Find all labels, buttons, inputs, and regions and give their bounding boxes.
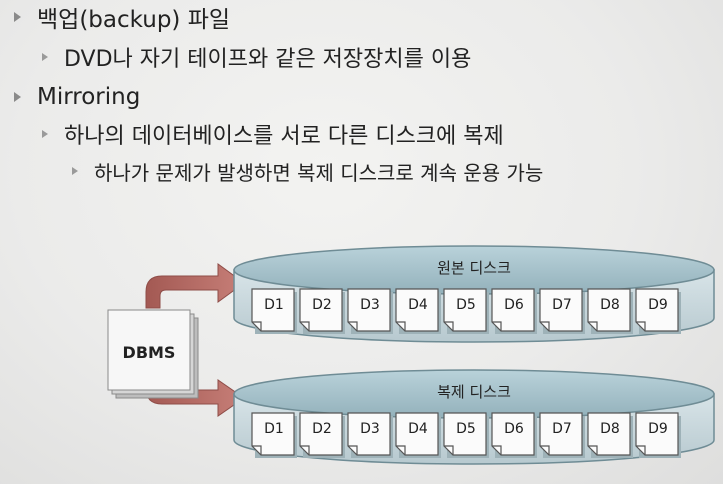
page-fold <box>540 321 550 331</box>
bullet-item-dvd-tape: DVD나 자기 테이프와 같은 저장장치를 이용 <box>42 40 471 74</box>
block-label: D8 <box>600 297 620 313</box>
replica-disk: 복제 디스크 D1 D2 D3 D4 D5 D6 D7 D8 D9 <box>233 369 715 465</box>
document-page-icon <box>491 288 535 332</box>
page-fold <box>348 321 358 331</box>
block-label: D9 <box>648 421 668 437</box>
block-label: D7 <box>552 421 572 437</box>
replica-disk-blocks: D1 D2 D3 D4 D5 D6 D7 D8 D9 <box>251 412 681 458</box>
bullet-marker-icon <box>42 53 48 61</box>
replica-disk-label: 복제 디스크 <box>437 383 511 401</box>
page-fold <box>396 321 406 331</box>
bullet-item-failover: 하나가 문제가 발생하면 복제 디스크로 계속 운용 가능 <box>72 155 543 187</box>
block-label: D3 <box>360 421 380 437</box>
page-fold <box>588 445 598 455</box>
original-block-d7: D7 <box>539 288 585 334</box>
bullet-text: 백업(backup) 파일 <box>37 7 231 33</box>
block-label: D5 <box>456 421 476 437</box>
original-disk-blocks: D1 D2 D3 D4 D5 D6 D7 D8 D9 <box>251 288 681 334</box>
block-label: D4 <box>408 297 428 313</box>
original-disk: 원본 디스크 D1 D2 D3 D4 D5 D6 D7 D8 D9 <box>233 245 715 343</box>
page-fold <box>300 321 310 331</box>
block-label: D7 <box>552 297 572 313</box>
page-fold <box>444 445 454 455</box>
bullet-text: Mirroring <box>37 84 141 110</box>
bullet-item-backup: 백업(backup) 파일 <box>14 0 230 34</box>
document-page-icon <box>347 288 391 332</box>
original-block-d1: D1 <box>251 288 297 334</box>
replica-block-d1: D1 <box>251 412 297 458</box>
bullet-marker-icon <box>14 12 21 22</box>
document-page-icon <box>251 288 295 332</box>
document-page-icon <box>539 412 583 456</box>
bullet-text: 하나가 문제가 발생하면 복제 디스크로 계속 운용 가능 <box>94 160 544 185</box>
block-label: D1 <box>264 421 284 437</box>
page-fold <box>588 321 598 331</box>
dbms-box: DBMS <box>107 309 199 399</box>
block-label: D4 <box>408 421 428 437</box>
page-fold <box>348 445 358 455</box>
replica-block-d8: D8 <box>587 412 633 458</box>
document-page-icon <box>587 412 631 456</box>
original-block-d4: D4 <box>395 288 441 334</box>
page-fold <box>252 445 262 455</box>
bullet-marker-icon <box>72 167 78 175</box>
bullet-item-replicate-db: 하나의 데이터베이스를 서로 다른 디스크에 복제 <box>42 117 504 151</box>
block-label: D2 <box>312 421 332 437</box>
document-page-icon <box>395 288 439 332</box>
page-fold <box>540 445 550 455</box>
original-disk-label: 원본 디스크 <box>437 259 511 277</box>
replica-block-d2: D2 <box>299 412 345 458</box>
original-block-d8: D8 <box>587 288 633 334</box>
original-block-d9: D9 <box>635 288 681 334</box>
block-label: D6 <box>504 421 524 437</box>
replica-block-d6: D6 <box>491 412 537 458</box>
block-label: D9 <box>648 297 668 313</box>
block-label: D3 <box>360 297 380 313</box>
arrow-to-original-icon <box>145 263 245 309</box>
document-page-icon <box>347 412 391 456</box>
document-page-icon <box>587 288 631 332</box>
document-page-icon <box>443 412 487 456</box>
page-fold <box>636 321 646 331</box>
original-block-d3: D3 <box>347 288 393 334</box>
original-block-d6: D6 <box>491 288 537 334</box>
page-fold <box>300 445 310 455</box>
document-page-icon <box>635 412 679 456</box>
block-label: D2 <box>312 297 332 313</box>
block-label: D8 <box>600 421 620 437</box>
block-label: D5 <box>456 297 476 313</box>
document-page-icon <box>539 288 583 332</box>
original-block-d2: D2 <box>299 288 345 334</box>
bullet-text: DVD나 자기 테이프와 같은 저장장치를 이용 <box>64 47 472 72</box>
replica-block-d3: D3 <box>347 412 393 458</box>
document-page-icon <box>443 288 487 332</box>
bullet-text: 하나의 데이터베이스를 서로 다른 디스크에 복제 <box>64 124 504 149</box>
document-page-icon <box>299 412 343 456</box>
document-page-icon <box>299 288 343 332</box>
replica-block-d7: D7 <box>539 412 585 458</box>
page-fold <box>636 445 646 455</box>
bullet-marker-icon <box>42 130 48 138</box>
block-label: D6 <box>504 297 524 313</box>
dbms-label: DBMS <box>123 343 176 362</box>
replica-block-d5: D5 <box>443 412 489 458</box>
replica-block-d9: D9 <box>635 412 681 458</box>
page-fold <box>396 445 406 455</box>
bullet-item-mirroring: Mirroring <box>14 80 140 114</box>
page-fold <box>492 321 502 331</box>
bullet-marker-icon <box>14 92 21 102</box>
original-block-d5: D5 <box>443 288 489 334</box>
document-page-icon <box>635 288 679 332</box>
page-fold <box>252 321 262 331</box>
page-fold <box>492 445 502 455</box>
document-page-icon <box>491 412 535 456</box>
replica-block-d4: D4 <box>395 412 441 458</box>
page-fold <box>444 321 454 331</box>
document-page-icon <box>251 412 295 456</box>
document-page-icon <box>395 412 439 456</box>
block-label: D1 <box>264 297 284 313</box>
